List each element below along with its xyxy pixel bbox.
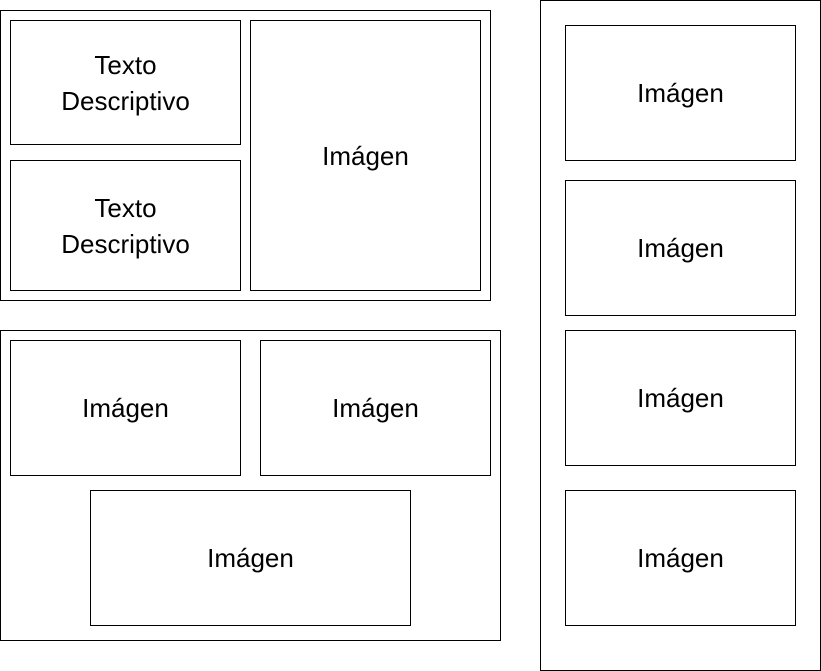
text-description-box-2: Texto Descriptivo	[10, 160, 241, 291]
image-placeholder-bl-2: Imágen	[260, 340, 491, 476]
image-placeholder-bl-3: Imágen	[90, 490, 411, 626]
image-placeholder-large: Imágen	[250, 20, 481, 291]
image-placeholder-bl-1: Imágen	[10, 340, 241, 476]
image-placeholder-right-4: Imágen	[565, 490, 796, 626]
image-placeholder-right-1: Imágen	[565, 25, 796, 161]
image-placeholder-right-2: Imágen	[565, 180, 796, 316]
image-placeholder-right-3: Imágen	[565, 330, 796, 466]
text-description-box-1: Texto Descriptivo	[10, 20, 241, 145]
